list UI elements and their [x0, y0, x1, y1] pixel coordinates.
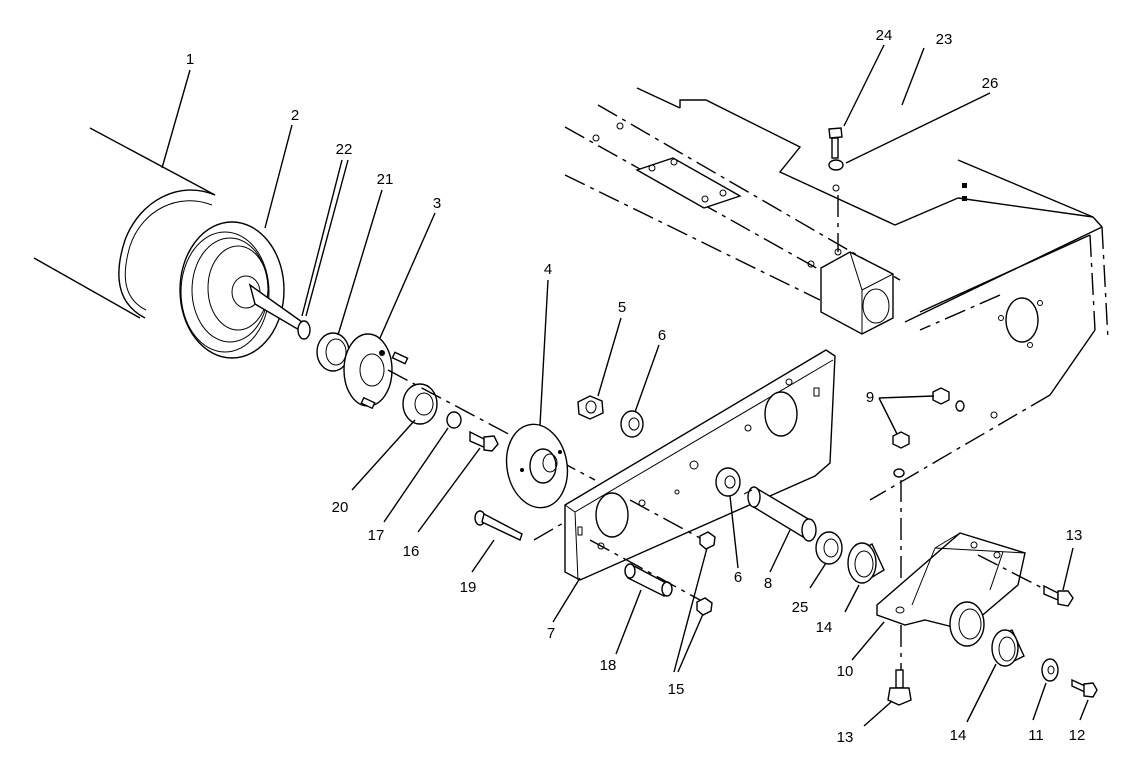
callout-4: 4 — [544, 261, 552, 278]
callout-14-lower: 14 — [950, 727, 967, 744]
washer-11 — [1041, 658, 1059, 682]
pivot-pin — [743, 486, 817, 542]
callout-20: 20 — [332, 499, 349, 516]
pivot-bracket — [876, 532, 1026, 647]
lock-nut-lower — [696, 597, 713, 616]
bolt-12 — [1071, 678, 1098, 698]
callout-26: 26 — [982, 75, 999, 92]
callout-7: 7 — [547, 625, 555, 642]
washer — [446, 411, 462, 429]
mower-frame — [564, 87, 1109, 501]
hub-plate — [505, 423, 569, 509]
flange-nut-lower — [892, 431, 910, 449]
spacer-tube — [624, 563, 673, 597]
callout-8: 8 — [764, 575, 772, 592]
callout-6-lower: 6 — [734, 569, 742, 586]
callout-18: 18 — [600, 657, 617, 674]
flat-washer-lower — [715, 467, 741, 497]
callout-22: 22 — [336, 141, 353, 158]
lock-nut-upper — [699, 531, 716, 550]
callout-2: 2 — [291, 107, 299, 124]
lock-washer-lower — [893, 468, 905, 478]
flange-bushing-lower — [991, 629, 1025, 667]
callout-13-bottom: 13 — [837, 729, 854, 746]
callout-15: 15 — [668, 681, 685, 698]
callout-9: 9 — [866, 389, 874, 406]
callout-10: 10 — [837, 663, 854, 680]
callout-24: 24 — [876, 27, 893, 44]
callout-1: 1 — [186, 51, 194, 68]
callout-14-upper: 14 — [816, 619, 833, 636]
roller-end-cap — [179, 221, 311, 359]
lock-washer-right — [955, 400, 965, 412]
flat-washer-upper — [620, 410, 644, 438]
thrust-washer — [815, 531, 843, 565]
bearing — [402, 383, 438, 425]
callout-25: 25 — [792, 599, 809, 616]
callout-12: 12 — [1069, 727, 1086, 744]
hex-nut — [577, 395, 604, 420]
callout-16: 16 — [403, 543, 420, 560]
callout-labels: 1 2 3 4 5 6 6 7 8 9 10 11 12 13 13 14 14… — [186, 27, 1086, 746]
callout-5: 5 — [618, 299, 626, 316]
callout-21: 21 — [377, 171, 394, 188]
roller-tube — [33, 127, 216, 319]
cap-screw-right — [1043, 584, 1074, 607]
callout-6-upper: 6 — [658, 327, 666, 344]
callout-11: 11 — [1028, 727, 1044, 744]
callout-23: 23 — [936, 31, 953, 48]
bearing-flange — [343, 333, 409, 410]
bolt — [469, 430, 499, 452]
leader-lines — [161, 44, 1089, 727]
flange-bushing-upper — [847, 542, 885, 584]
callout-3: 3 — [433, 195, 441, 212]
callout-19: 19 — [460, 579, 477, 596]
cap-screw-bottom — [887, 669, 912, 706]
cover-plate-hardware — [828, 127, 844, 256]
callout-17: 17 — [368, 527, 385, 544]
callout-13-right: 13 — [1066, 527, 1083, 544]
side-plate — [564, 349, 836, 581]
flange-nut-right — [932, 387, 950, 405]
carriage-bolt — [474, 510, 523, 541]
